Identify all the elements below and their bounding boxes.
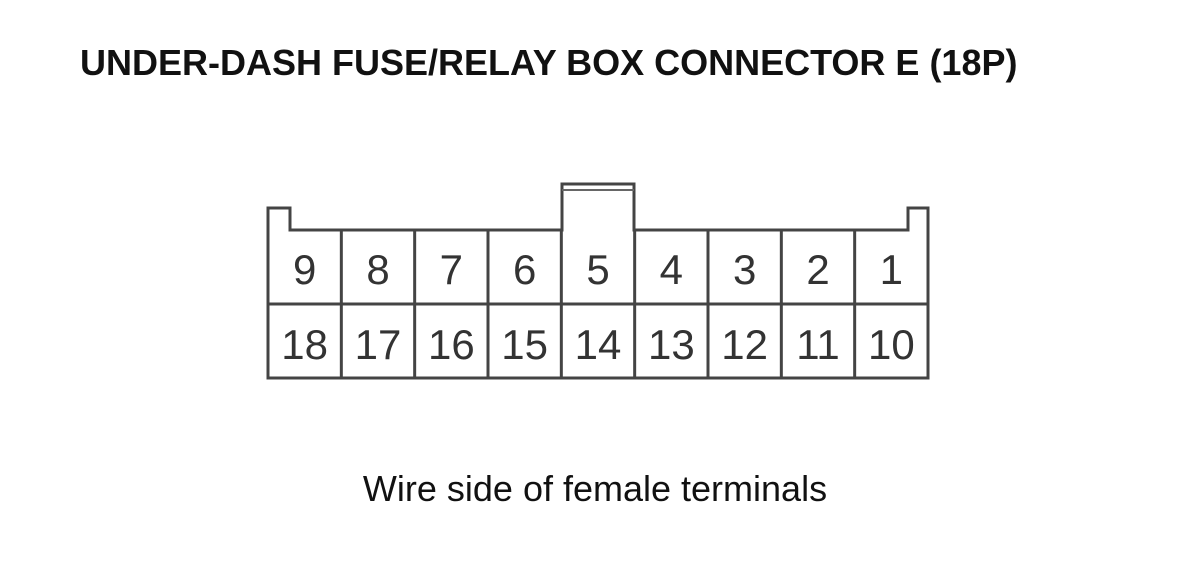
pin-label: 15 (501, 321, 548, 368)
pin-label: 14 (575, 321, 622, 368)
pin-label: 10 (868, 321, 915, 368)
diagram-caption: Wire side of female terminals (362, 468, 828, 509)
connector-outline (266, 182, 930, 380)
pin-label: 17 (355, 321, 402, 368)
diagram-title: UNDER-DASH FUSE/RELAY BOX CONNECTOR E (1… (80, 42, 1018, 83)
pin-label: 3 (733, 246, 756, 293)
pin-label: 16 (428, 321, 475, 368)
pin-label: 4 (660, 246, 683, 293)
pin-label: 2 (806, 246, 829, 293)
pin-label: 1 (880, 246, 903, 293)
pin-label: 11 (796, 321, 840, 368)
pin-label: 6 (513, 246, 536, 293)
pin-label: 18 (281, 321, 328, 368)
pin-label: 7 (440, 246, 463, 293)
pin-label: 12 (721, 321, 768, 368)
pin-label: 5 (586, 246, 609, 293)
pin-label: 13 (648, 321, 695, 368)
top-row-pins: 9 8 7 6 5 4 3 2 1 (293, 246, 903, 293)
column-dividers (339, 230, 857, 378)
bottom-row-pins: 18 17 16 15 14 13 12 11 10 (281, 321, 914, 368)
pin-label: 8 (366, 246, 389, 293)
pin-label: 9 (293, 246, 316, 293)
